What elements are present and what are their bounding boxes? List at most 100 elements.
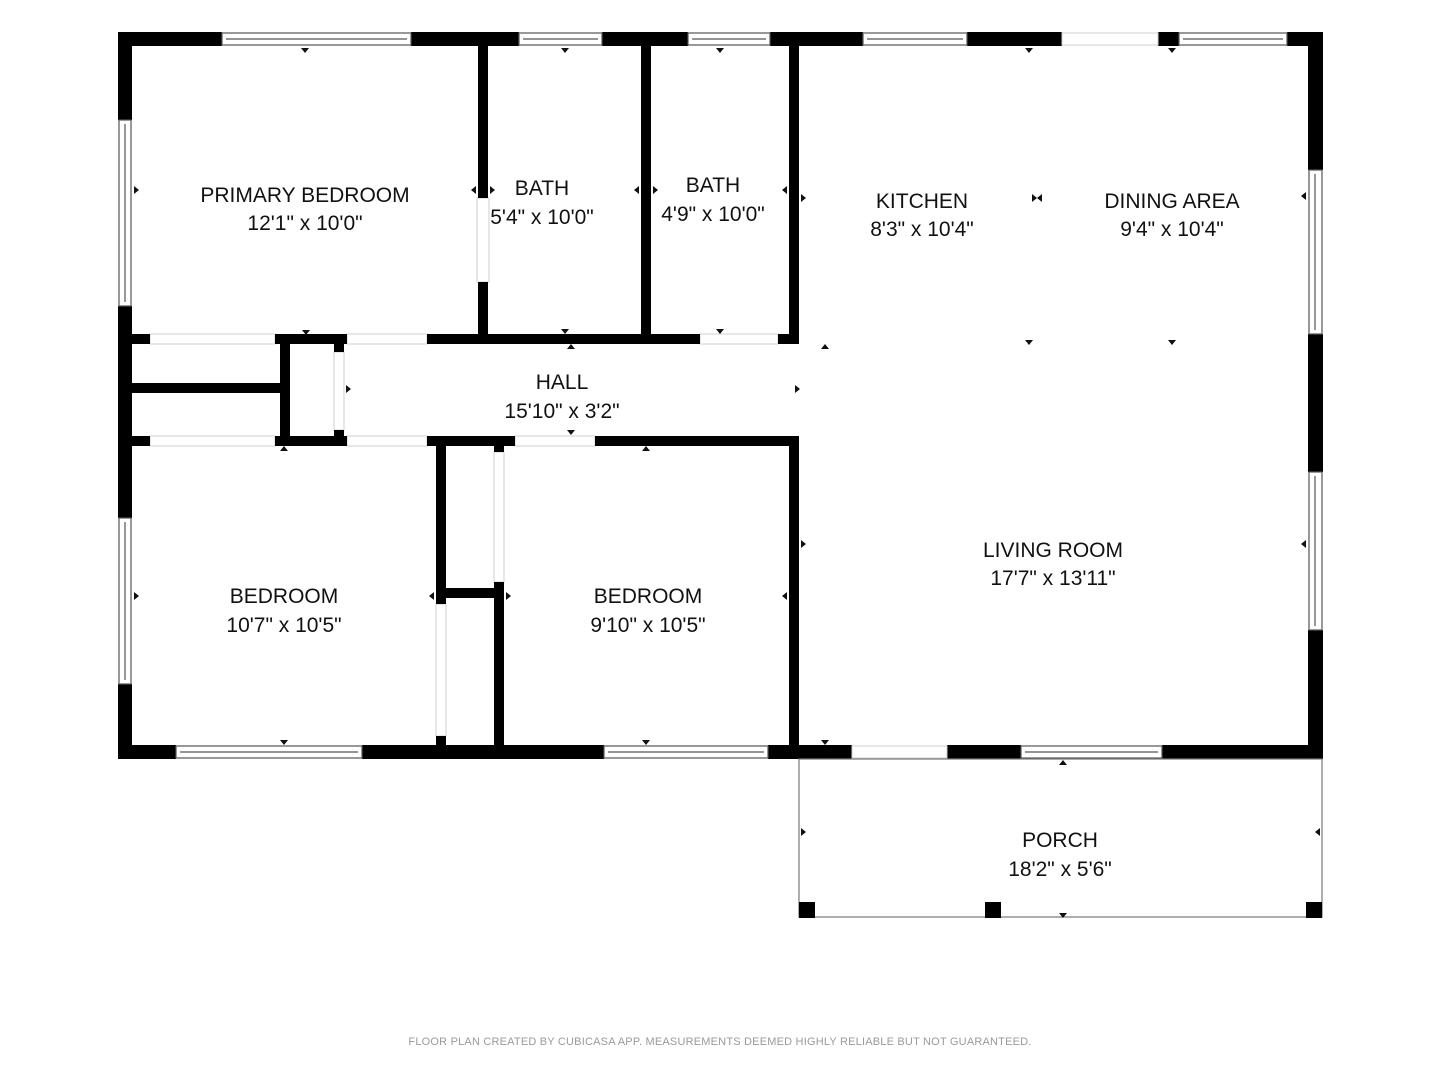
windows	[118, 32, 1323, 759]
wall-segment	[118, 684, 132, 759]
wall-segment	[602, 32, 688, 46]
wall-segment	[436, 736, 446, 745]
room-name: HALL	[536, 371, 589, 394]
room-name: BEDROOM	[230, 585, 339, 608]
room-dimensions: 9'10" x 10'5"	[590, 614, 705, 637]
room-dimensions: 8'3" x 10'4"	[870, 218, 974, 241]
window-icon	[603, 745, 769, 759]
window-icon	[518, 32, 603, 46]
wall-segment	[967, 32, 1062, 46]
door-opening	[435, 603, 447, 737]
room-name: BATH	[686, 174, 740, 197]
wall-segment	[494, 446, 504, 452]
door-openings	[149, 32, 1159, 759]
room-name: DINING AREA	[1104, 190, 1239, 213]
wall-segment	[494, 582, 504, 745]
door-opening	[851, 745, 948, 759]
room-bedroom-1: BEDROOM 10'7" x 10'5"	[226, 585, 341, 637]
room-dimensions: 18'2" x 5'6"	[1008, 858, 1112, 881]
room-bath-1: BATH 5'4" x 10'0"	[490, 177, 594, 229]
wall-segment	[641, 46, 651, 344]
room-bedroom-2: BEDROOM 9'10" x 10'5"	[590, 585, 705, 637]
wall-segment	[1308, 630, 1323, 759]
door-opening	[149, 333, 276, 345]
porch-outline	[798, 758, 1323, 918]
porch-post	[1306, 902, 1322, 918]
door-opening	[333, 351, 345, 431]
wall-segment	[427, 436, 515, 446]
dimension-markers	[134, 48, 1320, 918]
room-primary-bedroom: PRIMARY BEDROOM 12'1" x 10'0"	[200, 184, 409, 235]
room-bath-2: BATH 4'9" x 10'0"	[661, 174, 765, 226]
exterior-walls	[118, 32, 1323, 759]
door-opening	[476, 197, 490, 283]
wall-segment	[334, 344, 344, 352]
wall-segment	[1308, 334, 1323, 472]
window-icon	[118, 119, 132, 307]
wall-segment	[947, 745, 1021, 759]
room-dimensions: 17'7" x 13'11"	[990, 567, 1115, 590]
wall-segment	[789, 46, 799, 344]
wall-segment	[1308, 32, 1323, 170]
wall-segment	[595, 436, 799, 446]
wall-segment	[1158, 32, 1179, 46]
wall-segment	[118, 32, 222, 46]
room-name: LIVING ROOM	[983, 539, 1123, 562]
porch-post	[985, 902, 1001, 918]
wall-segment	[118, 32, 132, 120]
wall-segment	[446, 588, 504, 598]
door-opening	[346, 435, 428, 447]
room-dimensions: 12'1" x 10'0"	[247, 212, 362, 235]
wall-segment	[478, 282, 488, 344]
wall-segment	[280, 344, 290, 436]
wall-segment	[770, 32, 863, 46]
wall-segment	[132, 334, 150, 344]
wall-segment	[275, 436, 347, 446]
wall-segment	[118, 745, 176, 759]
wall-segment	[132, 436, 150, 446]
wall-segment	[132, 383, 280, 393]
interior-walls	[132, 46, 799, 745]
room-name: PRIMARY BEDROOM	[200, 184, 409, 207]
window-icon	[1178, 32, 1288, 46]
room-name: BATH	[515, 177, 569, 200]
wall-segment	[436, 446, 446, 604]
door-opening	[493, 451, 505, 583]
wall-segment	[478, 46, 488, 198]
room-living-room: LIVING ROOM 17'7" x 13'11"	[983, 539, 1123, 590]
wall-segment	[275, 334, 347, 344]
wall-segment	[789, 436, 799, 745]
wall-segment	[427, 334, 700, 344]
wall-segment	[778, 334, 799, 344]
wall-segment	[362, 745, 604, 759]
room-hall: HALL 15'10" x 3'2"	[504, 371, 619, 423]
door-opening	[514, 435, 596, 447]
porch-structure	[798, 758, 1323, 918]
door-opening	[699, 333, 779, 345]
window-icon	[221, 32, 412, 46]
room-dimensions: 15'10" x 3'2"	[504, 400, 619, 423]
window-icon	[1020, 745, 1163, 759]
window-icon	[1308, 169, 1323, 335]
wall-segment	[334, 430, 344, 436]
wall-segment	[118, 306, 132, 518]
porch-post	[799, 902, 815, 918]
window-icon	[862, 32, 968, 46]
room-dimensions: 10'7" x 10'5"	[226, 614, 341, 637]
room-porch: PORCH 18'2" x 5'6"	[1008, 829, 1112, 881]
door-opening	[1061, 32, 1159, 46]
room-name: BEDROOM	[594, 585, 703, 608]
wall-segment	[768, 745, 852, 759]
room-kitchen: KITCHEN 8'3" x 10'4"	[870, 190, 974, 241]
door-opening	[149, 435, 276, 447]
room-dining-area: DINING AREA 9'4" x 10'4"	[1104, 190, 1239, 241]
footer-disclaimer: FLOOR PLAN CREATED BY CUBICASA APP. MEAS…	[408, 1036, 1032, 1048]
room-dimensions: 5'4" x 10'0"	[490, 206, 594, 229]
room-name: KITCHEN	[876, 190, 968, 213]
wall-segment	[1162, 745, 1323, 759]
door-opening	[346, 333, 428, 345]
room-dimensions: 4'9" x 10'0"	[661, 203, 765, 226]
wall-segment	[411, 32, 519, 46]
room-name: PORCH	[1022, 829, 1098, 852]
